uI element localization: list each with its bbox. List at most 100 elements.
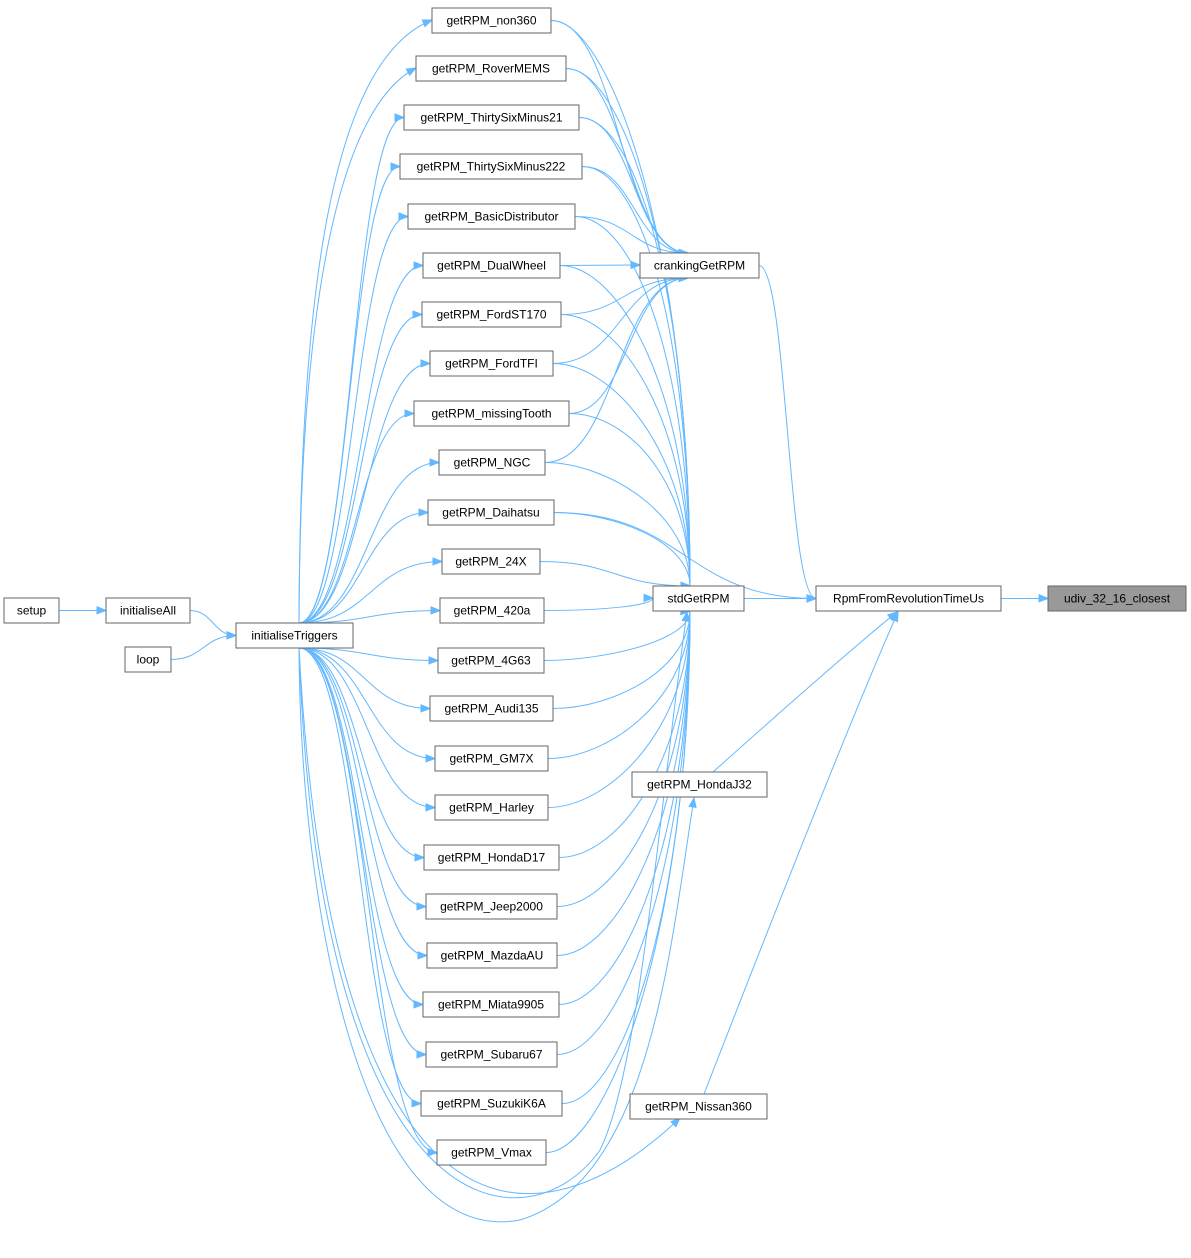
edge-arrowhead xyxy=(416,902,428,911)
edge-cranking-to-rpmFromRev xyxy=(758,265,818,603)
node-label: getRPM_FordST170 xyxy=(436,308,546,322)
node-jeep2000[interactable]: getRPM_Jeep2000 xyxy=(425,893,558,920)
node-label: getRPM_MazdaAU xyxy=(441,949,544,963)
node-box xyxy=(436,1139,547,1166)
node-box xyxy=(407,203,576,230)
node-box xyxy=(105,597,191,624)
edge-initTriggers-to-roverMEMS xyxy=(298,67,418,624)
node-box xyxy=(427,499,555,526)
edge-arrowhead xyxy=(428,656,440,665)
node-label: getRPM_GM7X xyxy=(449,752,533,766)
edge-initTriggers-to-missingTooth xyxy=(298,409,416,624)
node-suzukiK6A[interactable]: getRPM_SuzukiK6A xyxy=(420,1090,563,1117)
node-loop[interactable]: loop xyxy=(124,646,172,673)
node-label: getRPM_Subaru67 xyxy=(440,1048,542,1062)
edge-arrowhead xyxy=(413,261,425,270)
node-label: udiv_32_16_closest xyxy=(1064,592,1171,606)
node-roverMEMS[interactable]: getRPM_RoverMEMS xyxy=(415,55,567,82)
edge-initTriggers-to-fordST170 xyxy=(298,310,424,624)
edge-arrowhead xyxy=(425,754,437,763)
node-box xyxy=(437,647,545,674)
node-subaru67[interactable]: getRPM_Subaru67 xyxy=(425,1041,558,1068)
node-box xyxy=(429,350,554,377)
node-miata9905[interactable]: getRPM_Miata9905 xyxy=(422,991,560,1018)
node-mazdaAU[interactable]: getRPM_MazdaAU xyxy=(426,942,558,969)
node-initAll[interactable]: initialiseAll xyxy=(105,597,191,624)
node-ngc[interactable]: getRPM_NGC xyxy=(438,449,546,476)
edge-arrowhead xyxy=(643,593,655,603)
node-label: getRPM_RoverMEMS xyxy=(432,62,550,76)
edge-arrowhead xyxy=(1038,594,1050,603)
edge-arrowhead xyxy=(890,610,899,623)
node-std[interactable]: stdGetRPM xyxy=(652,585,745,612)
node-hondaD17[interactable]: getRPM_HondaD17 xyxy=(423,844,560,871)
node-box xyxy=(403,104,580,131)
edge-initTriggers-to-suzukiK6A xyxy=(298,647,423,1108)
node-box xyxy=(439,597,545,624)
edge-initTriggers-to-miata9905 xyxy=(298,647,425,1009)
node-audi135[interactable]: getRPM_Audi135 xyxy=(429,695,554,722)
node-box xyxy=(815,585,1002,612)
edge-basicDist-to-cranking xyxy=(574,216,690,258)
node-r24x[interactable]: getRPM_24X xyxy=(441,548,541,575)
edge-loop-to-initTriggers xyxy=(170,631,238,660)
node-label: getRPM_ThirtySixMinus21 xyxy=(420,111,562,125)
node-basicDist[interactable]: getRPM_BasicDistributor xyxy=(407,203,576,230)
node-box xyxy=(1047,585,1187,612)
node-missingTooth[interactable]: getRPM_missingTooth xyxy=(413,400,570,427)
edge-missingTooth-to-std xyxy=(568,413,692,591)
edge-hondaD17-to-std xyxy=(558,606,692,858)
node-r4g63[interactable]: getRPM_4G63 xyxy=(437,647,545,674)
node-setup[interactable]: setup xyxy=(3,597,60,624)
node-box xyxy=(413,400,570,427)
node-vmax[interactable]: getRPM_Vmax xyxy=(436,1139,547,1166)
node-dualWheel[interactable]: getRPM_DualWheel xyxy=(422,252,561,279)
node-label: getRPM_missingTooth xyxy=(431,407,551,421)
node-hondaJ32[interactable]: getRPM_HondaJ32 xyxy=(631,771,768,798)
edge-arrowhead xyxy=(416,1050,428,1059)
edge-arrowhead xyxy=(806,594,818,603)
node-initTriggers[interactable]: initialiseTriggers xyxy=(235,622,354,649)
node-label: getRPM_Miata9905 xyxy=(438,998,544,1012)
node-label: getRPM_4G63 xyxy=(451,654,531,668)
node-gm7x[interactable]: getRPM_GM7X xyxy=(434,745,549,772)
node-cranking[interactable]: crankingGetRPM xyxy=(639,252,760,279)
node-box xyxy=(434,794,549,821)
node-label: setup xyxy=(17,604,47,618)
node-nissan360[interactable]: getRPM_Nissan360 xyxy=(629,1093,768,1120)
node-ts222[interactable]: getRPM_ThirtySixMinus222 xyxy=(399,153,583,180)
edge-arrowhead xyxy=(390,162,402,171)
node-label: getRPM_HondaJ32 xyxy=(647,778,752,792)
node-harley[interactable]: getRPM_Harley xyxy=(434,794,549,821)
edge-initTriggers-to-audi135 xyxy=(298,647,432,713)
edge-rpmFromRev-to-udiv xyxy=(1001,594,1050,603)
node-box xyxy=(434,745,549,772)
edge-arrowhead xyxy=(412,310,424,319)
node-box xyxy=(652,585,745,612)
node-label: getRPM_Audi135 xyxy=(444,702,538,716)
edge-initTriggers-to-subaru67 xyxy=(298,647,428,1059)
node-ts21[interactable]: getRPM_ThirtySixMinus21 xyxy=(403,104,580,131)
node-non360[interactable]: getRPM_non360 xyxy=(431,7,552,34)
edge-arrowhead xyxy=(420,704,432,713)
node-rpmFromRev[interactable]: RpmFromRevolutionTimeUs xyxy=(815,585,1002,612)
node-label: getRPM_DualWheel xyxy=(437,259,546,273)
edge-arrowhead xyxy=(394,113,406,122)
edge-initTriggers-to-harley xyxy=(298,647,437,812)
node-label: getRPM_FordTFI xyxy=(445,357,538,371)
graph-nodes: udiv_32_16_closest RpmFromRevolutionTimeU… xyxy=(3,7,1187,1166)
node-label: RpmFromRevolutionTimeUs xyxy=(833,592,984,606)
node-fordTFI[interactable]: getRPM_FordTFI xyxy=(429,350,554,377)
node-udiv[interactable]: udiv_32_16_closest xyxy=(1047,585,1187,612)
node-box xyxy=(631,771,768,798)
edge-jeep2000-to-std xyxy=(556,606,692,907)
node-box xyxy=(639,252,760,279)
edge-arrowhead xyxy=(405,67,418,77)
edge-arrowhead xyxy=(420,359,432,368)
edge-initTriggers-to-std xyxy=(298,610,690,1199)
node-r420a[interactable]: getRPM_420a xyxy=(439,597,545,624)
node-fordST170[interactable]: getRPM_FordST170 xyxy=(421,301,562,328)
edge-arrowhead xyxy=(688,796,697,809)
node-daihatsu[interactable]: getRPM_Daihatsu xyxy=(427,499,555,526)
node-box xyxy=(425,893,558,920)
